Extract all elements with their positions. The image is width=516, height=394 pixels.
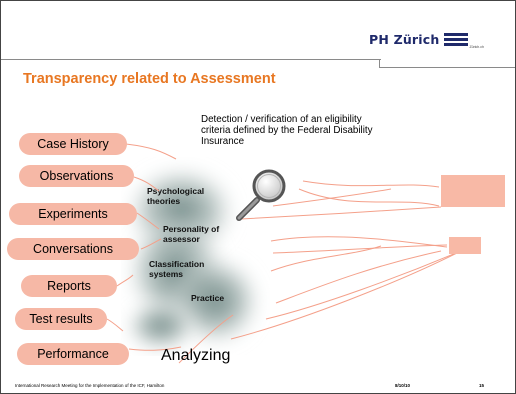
source-conversations: Conversations (7, 238, 139, 260)
slide-title: Transparency related to Assessment (23, 71, 276, 87)
footer-date: 8/10/10 (395, 383, 411, 388)
logo-bars-icon (443, 32, 468, 46)
source-case-history: Case History (19, 133, 127, 155)
footer-page-number: 15 (479, 383, 485, 388)
header-divider-step (379, 59, 380, 67)
header-divider (1, 59, 381, 60)
source-reports: Reports (21, 275, 117, 297)
concept-classification-systems: Classification systems (149, 259, 205, 279)
header-divider-right (379, 67, 515, 68)
outcome-box-large (441, 175, 505, 207)
analyzing-label: Analyzing (161, 347, 231, 364)
detection-text: Detection / verification of an eligibili… (201, 114, 373, 147)
source-observations: Observations (19, 165, 134, 187)
footer-conference: International Research Meeting for the I… (15, 383, 165, 388)
analysis-cloud (126, 166, 261, 351)
source-test-results: Test results (15, 308, 107, 330)
concept-practice: Practice (191, 293, 225, 303)
magnifier-icon (236, 169, 286, 221)
concept-psychological-theories: Psychological theories (147, 186, 205, 206)
outcome-box-small (449, 237, 481, 254)
source-experiments: Experiments (9, 203, 137, 225)
source-performance: Performance (17, 343, 129, 365)
concept-personality-of-assessor: Personality of assessor (163, 224, 220, 244)
logo-text: PH Zürich (369, 31, 440, 47)
ph-zurich-logo: PH Zürich Zürich.ch (369, 27, 484, 51)
logo-subtext: Zürich.ch (469, 45, 484, 49)
